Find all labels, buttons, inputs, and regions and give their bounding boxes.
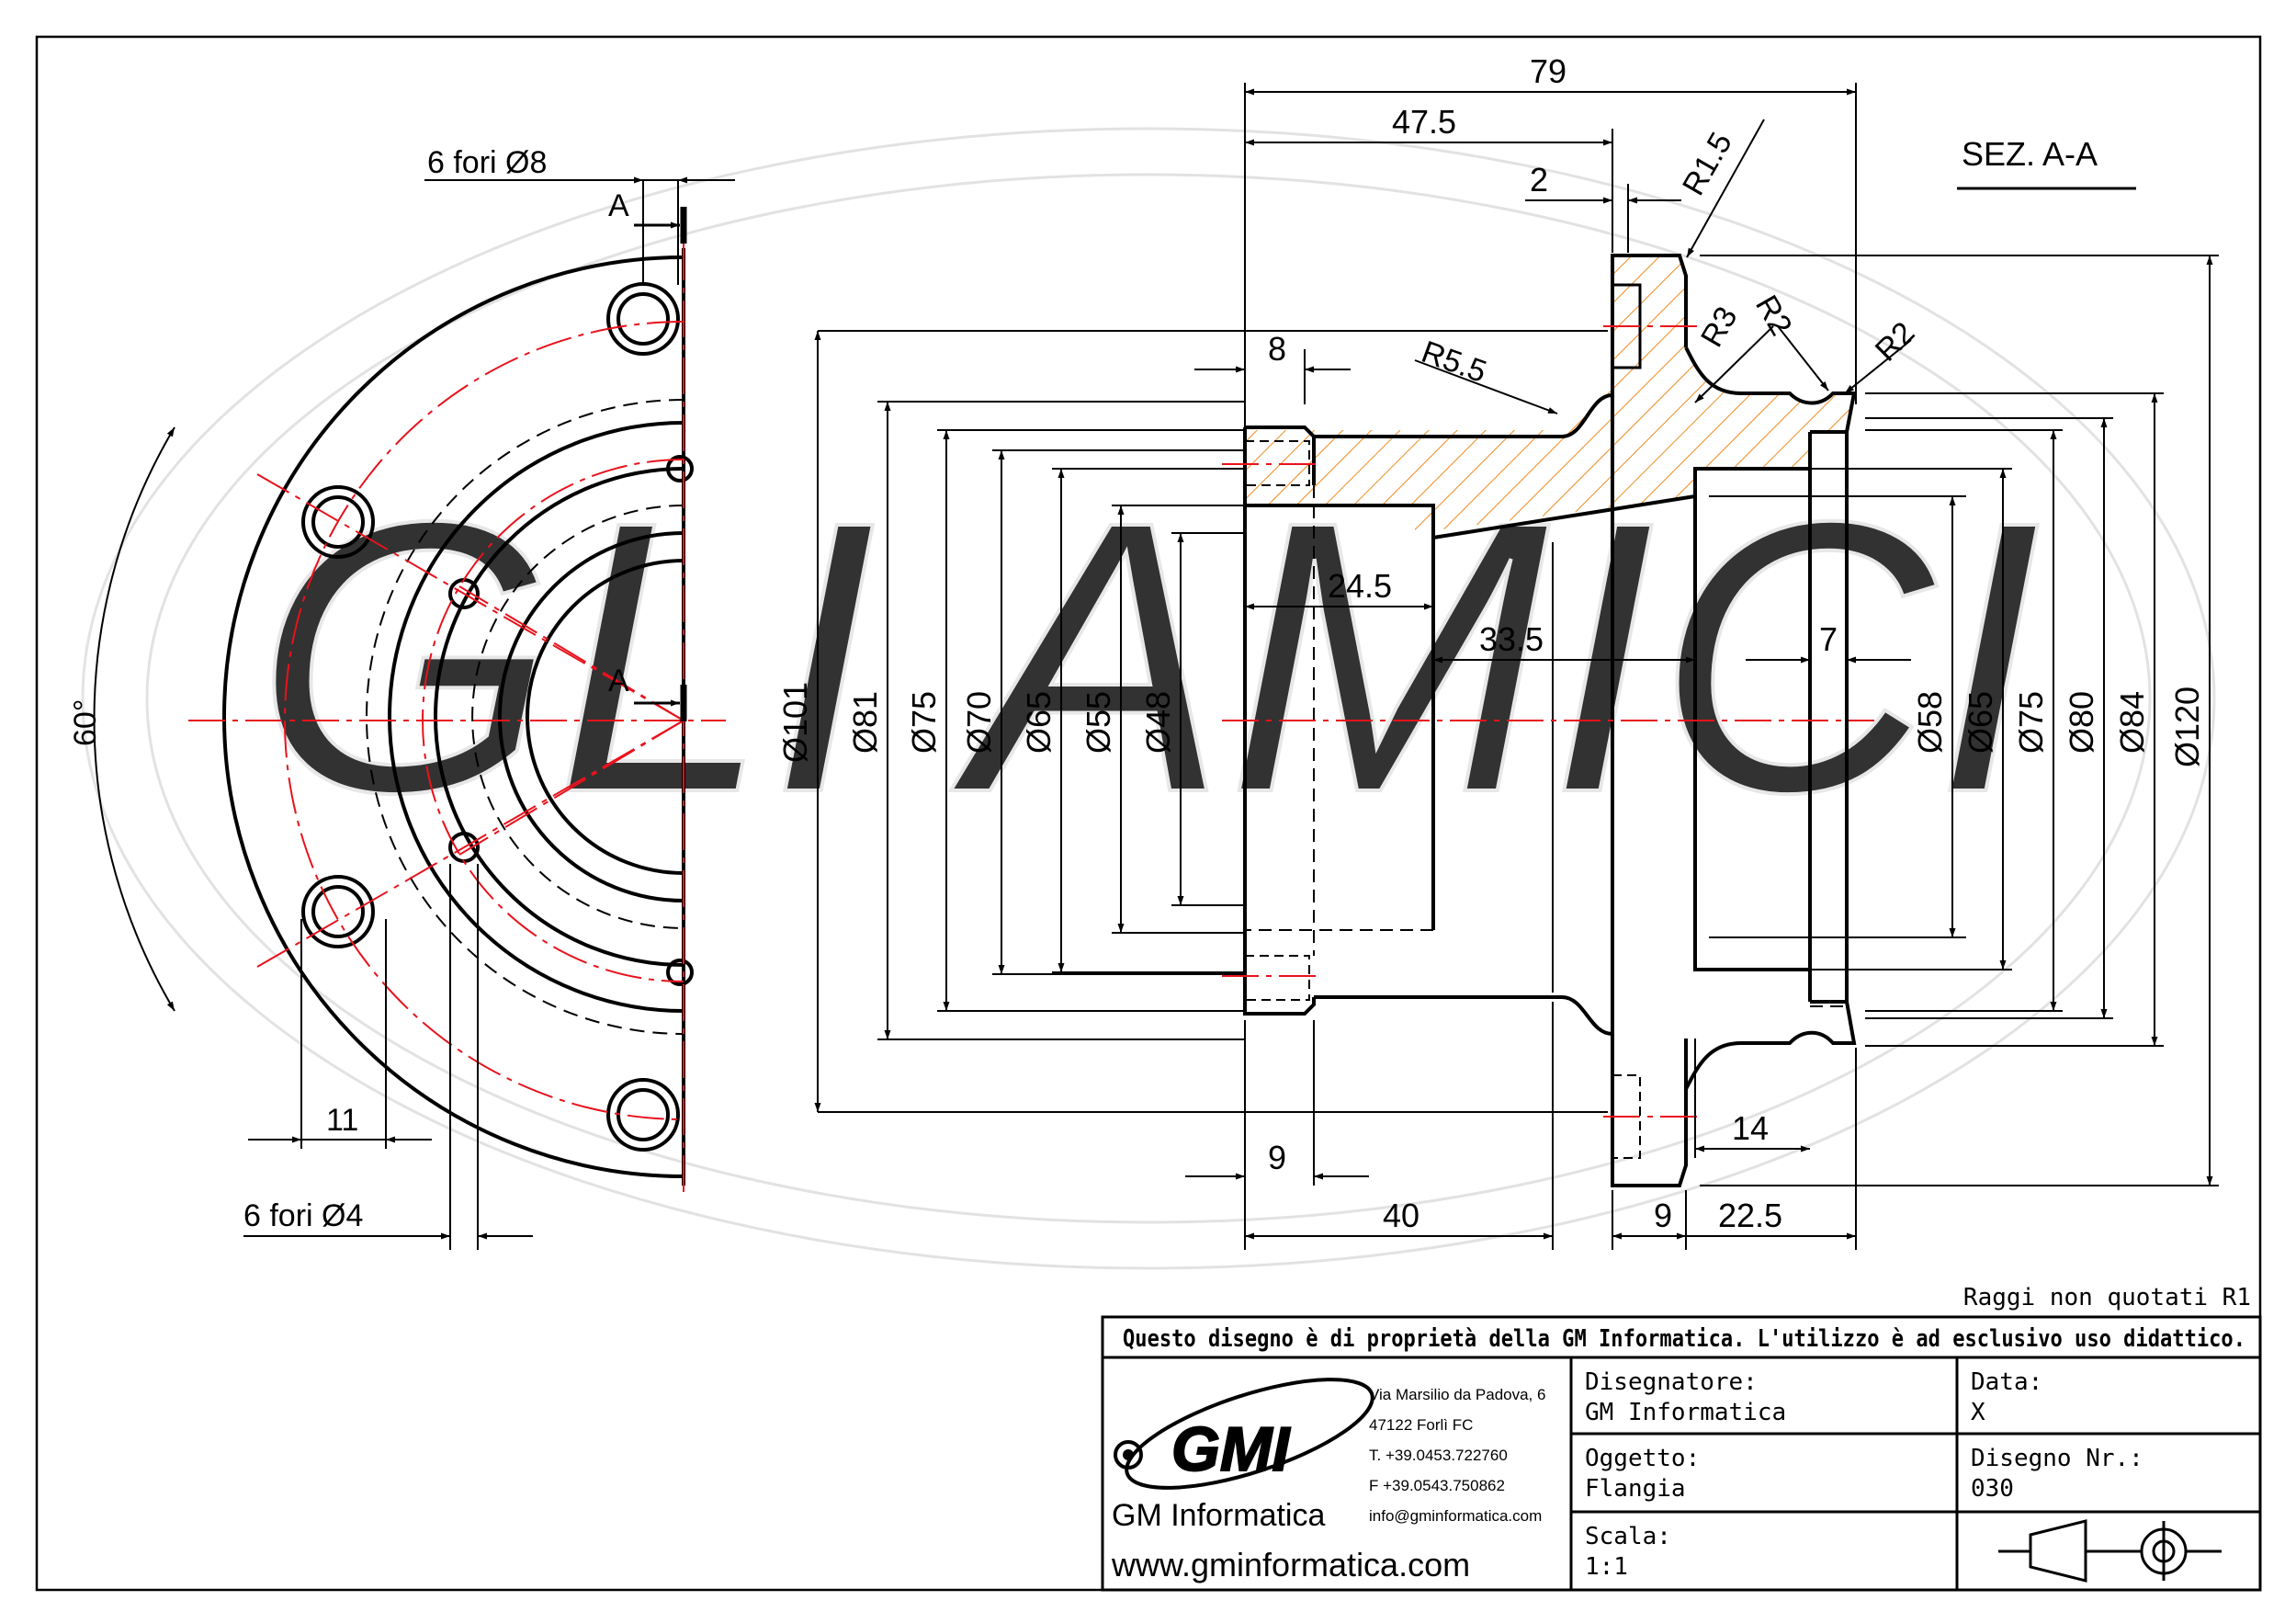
dia-84: Ø84: [2113, 691, 2151, 754]
angle-label: 60°: [68, 699, 103, 746]
section-cut-markers: [634, 207, 687, 721]
dia-80: Ø80: [2063, 691, 2100, 754]
scale-label: Scala:: [1585, 1523, 1671, 1550]
radius-r5-5: R5.5: [1417, 335, 1490, 390]
company-address-1: Via Marsilio da Padova, 6: [1369, 1386, 1545, 1403]
object-value: Flangia: [1585, 1475, 1686, 1503]
dim-8: 8: [1268, 330, 1286, 368]
section-marker-top: A: [608, 188, 629, 223]
company-website: www.gminformatica.com: [1111, 1546, 1470, 1583]
company-name: GM Informatica: [1112, 1498, 1325, 1533]
section-outline: [1243, 254, 1857, 1187]
dia-55: Ø55: [1080, 691, 1117, 754]
section-marker-mid: A: [608, 664, 629, 698]
gmi-logo: GMI: [1114, 1378, 1374, 1490]
company-phone: T. +39.0453.722760: [1369, 1447, 1508, 1464]
dim-40: 40: [1383, 1197, 1419, 1234]
holes-small-label: 6 fori Ø4: [243, 1198, 363, 1233]
section-hatch: [1245, 257, 1856, 533]
dia-75-left: Ø75: [905, 691, 943, 754]
dim-79: 79: [1530, 52, 1566, 90]
dia-58: Ø58: [1911, 691, 1949, 754]
date-label: Data:: [1971, 1368, 2042, 1396]
dia-48: Ø48: [1139, 691, 1177, 754]
projection-symbol-icon: [1998, 1519, 2222, 1583]
holes-large-label: 6 fori Ø8: [427, 145, 547, 180]
dia-65-left: Ø65: [1020, 691, 1058, 754]
dim-47-5: 47.5: [1392, 103, 1456, 141]
dim-33-5: 33.5: [1479, 620, 1544, 658]
front-view-dimensions: [93, 176, 735, 1250]
title-block: [1101, 1315, 2262, 1592]
radius-r1-5: R1.5: [1676, 127, 1739, 201]
dim-2: 2: [1530, 161, 1548, 199]
object-label: Oggetto:: [1585, 1445, 1700, 1472]
dim-11: 11: [326, 1103, 358, 1138]
dim-9-right: 9: [1654, 1197, 1672, 1234]
drafter-value: GM Informatica: [1585, 1399, 1786, 1426]
dia-101: Ø101: [776, 682, 814, 763]
dim-14: 14: [1732, 1109, 1769, 1147]
dim-24-5: 24.5: [1328, 567, 1392, 605]
ownership-statement: Questo disegno è di proprietà della GM I…: [1123, 1325, 2245, 1353]
company-email: info@gminformatica.com: [1369, 1507, 1542, 1525]
company-address-2: 47122 Forlì FC: [1369, 1416, 1473, 1434]
dia-65-right: Ø65: [1962, 691, 1999, 754]
drawing-no-label: Disegno Nr.:: [1971, 1445, 2143, 1472]
date-value: X: [1971, 1399, 1985, 1426]
dia-75-right: Ø75: [2012, 691, 2050, 754]
dim-22-5: 22.5: [1718, 1197, 1782, 1234]
scale-value: 1:1: [1585, 1553, 1628, 1581]
company-fax: F +39.0543.750862: [1369, 1477, 1505, 1494]
dim-9-left: 9: [1268, 1139, 1286, 1176]
drawing-no-value: 030: [1971, 1475, 2014, 1503]
section-dimensions: [814, 83, 2219, 1250]
dia-120: Ø120: [2168, 687, 2206, 767]
logo-text: GMI: [1171, 1414, 1292, 1484]
note-radii: Raggi non quotati R1: [1963, 1284, 2251, 1311]
dia-70: Ø70: [960, 691, 998, 754]
dim-7: 7: [1819, 620, 1838, 658]
drafter-label: Disegnatore:: [1585, 1368, 1758, 1396]
section-title: SEZ. A-A: [1962, 135, 2098, 173]
dia-81: Ø81: [846, 691, 884, 754]
radius-r3: R3: [1694, 301, 1745, 353]
section-centerlines: [1222, 325, 1874, 1118]
